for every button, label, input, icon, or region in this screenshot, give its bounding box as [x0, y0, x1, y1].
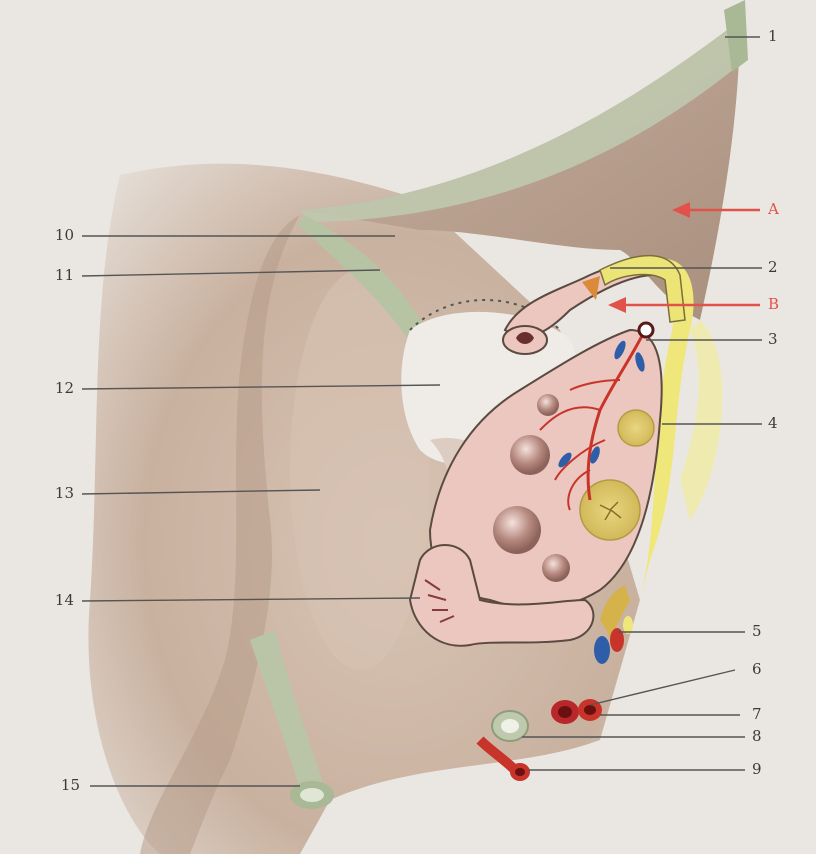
vessel-9-lumen	[515, 768, 525, 776]
label-2: 2	[768, 260, 778, 275]
ligament-lumen-15	[300, 788, 324, 802]
label-5: 5	[752, 624, 762, 639]
label-3: 3	[768, 332, 778, 347]
label-4: 4	[768, 416, 778, 431]
label-14: 14	[44, 593, 74, 608]
vessel-7-lumen	[584, 705, 596, 715]
ureter-lumen	[501, 719, 519, 733]
follicle	[510, 435, 550, 475]
vessel-6-lumen	[558, 706, 572, 718]
label-10: 10	[44, 228, 74, 243]
vein-5	[594, 636, 610, 664]
vessel-opening	[639, 323, 653, 337]
label-9: 9	[752, 762, 762, 777]
label-11: 11	[44, 268, 74, 283]
label-1: 1	[768, 29, 778, 44]
label-8: 8	[752, 729, 762, 744]
follicle	[542, 554, 570, 582]
follicle	[493, 506, 541, 554]
label-a: A	[768, 202, 779, 217]
label-13: 13	[44, 486, 74, 501]
corpus-luteum-small	[618, 410, 654, 446]
label-6: 6	[752, 662, 762, 677]
follicle	[537, 394, 559, 416]
label-7: 7	[752, 707, 762, 722]
label-12: 12	[44, 381, 74, 396]
label-b: B	[768, 297, 779, 312]
label-15: 15	[50, 778, 80, 793]
